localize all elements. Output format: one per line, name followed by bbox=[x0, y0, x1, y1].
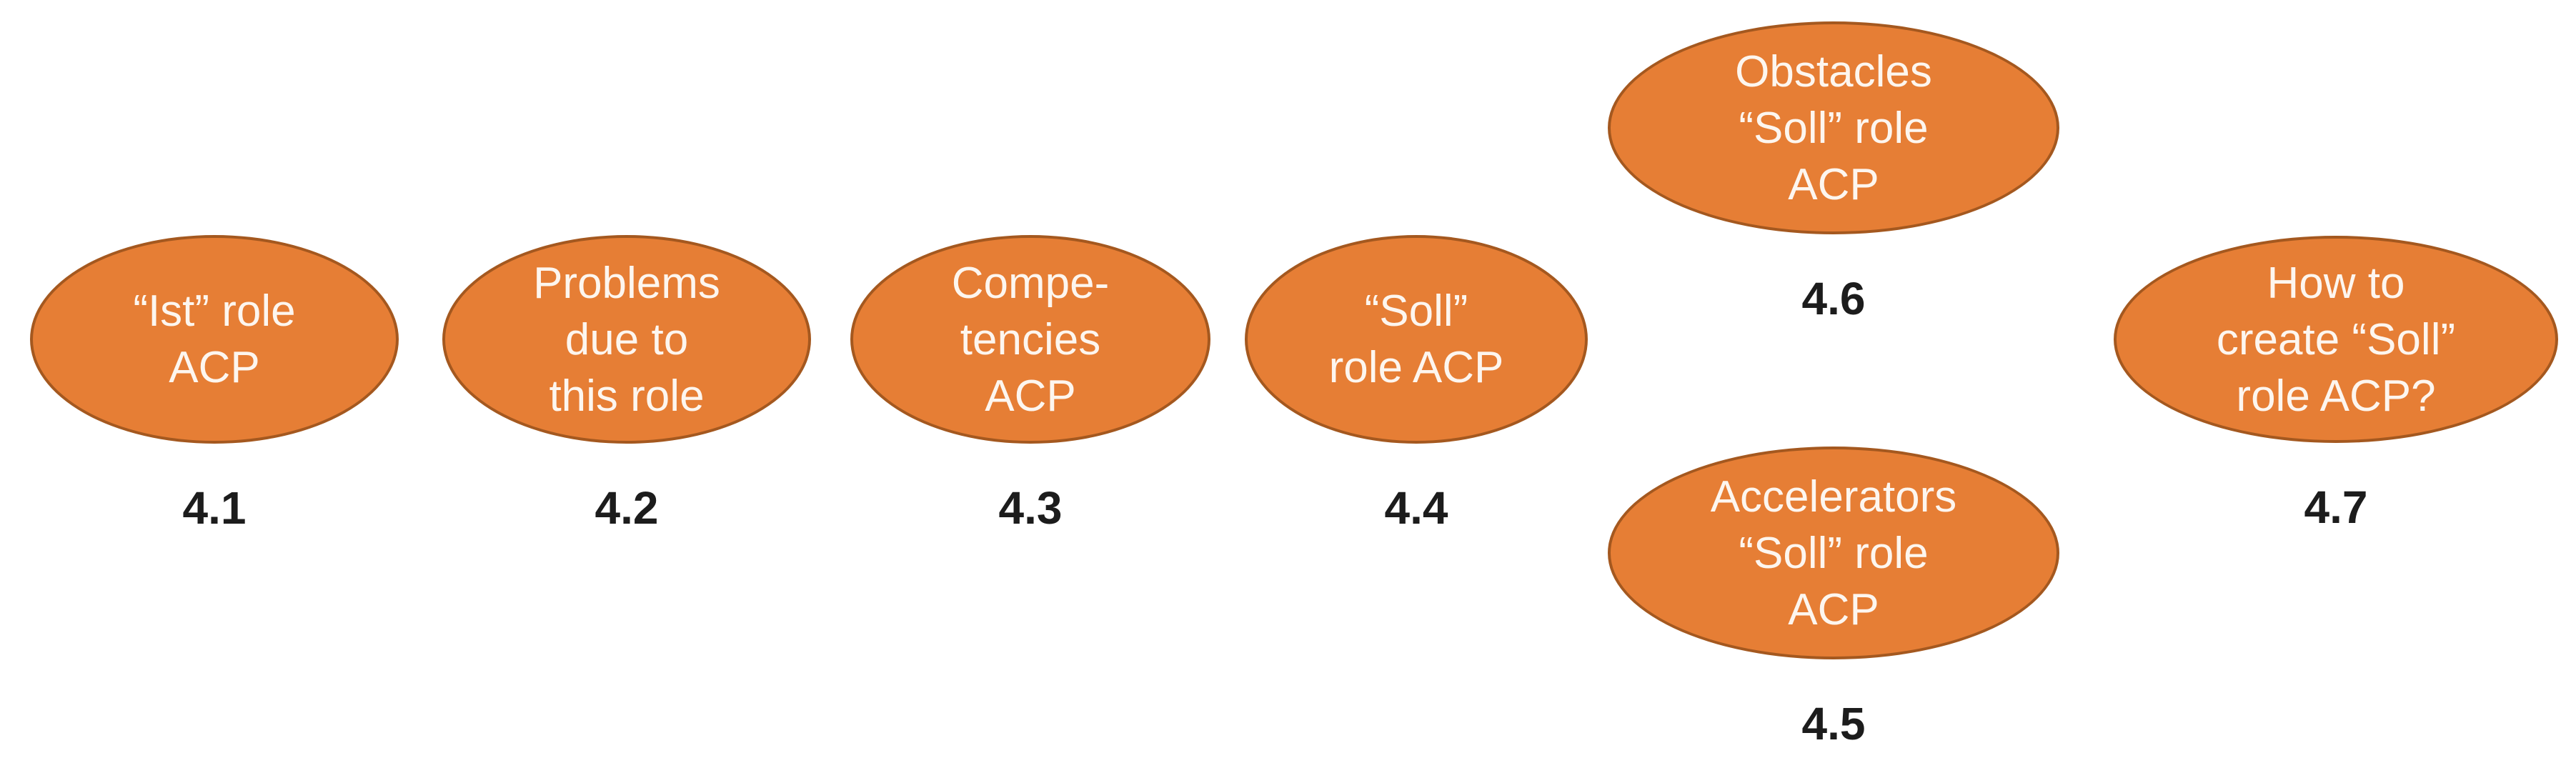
ellipse-text-line: Compe- bbox=[951, 258, 1110, 308]
ellipse-problems-due-to-this-role: Problems due to this role bbox=[442, 235, 811, 444]
ellipse-text-line: this role bbox=[549, 371, 705, 421]
ellipse-obstacles-soll-role-acp: Obstacles “Soll” role ACP bbox=[1608, 21, 2059, 234]
ellipse-text-line: due to bbox=[565, 314, 689, 364]
ellipse-ist-role-acp: “Ist” role ACP bbox=[30, 235, 399, 444]
node-number-label: 4.6 bbox=[1801, 273, 1866, 324]
ellipse-text-line: ACP bbox=[985, 371, 1076, 421]
node-accelerators-soll-role-acp: Accelerators “Soll” role ACP 4.5 bbox=[1608, 447, 2059, 749]
node-number-label: 4.3 bbox=[998, 482, 1063, 534]
ellipse-text-line: ACP bbox=[1788, 159, 1879, 209]
node-ist-role-acp: “Ist” role ACP 4.1 bbox=[30, 235, 399, 534]
ellipse-text-line: “Soll” role bbox=[1739, 103, 1929, 153]
ellipse-soll-role-acp: “Soll” role ACP bbox=[1245, 235, 1588, 444]
ellipse-text-line: Problems bbox=[533, 258, 720, 308]
ellipse-text-line: role ACP? bbox=[2236, 371, 2436, 421]
ellipse-text-line: tencies bbox=[960, 314, 1101, 364]
node-number-label: 4.4 bbox=[1384, 482, 1448, 534]
ellipse-text-line: ACP bbox=[1788, 584, 1879, 634]
ellipse-text-line: ACP bbox=[169, 343, 260, 392]
node-number-label: 4.5 bbox=[1801, 698, 1866, 749]
ellipse-competencies-acp: Compe- tencies ACP bbox=[850, 235, 1210, 444]
node-soll-role-acp: “Soll” role ACP 4.4 bbox=[1245, 235, 1588, 534]
ellipse-text-line: Accelerators bbox=[1710, 472, 1957, 522]
node-competencies-acp: Compe- tencies ACP 4.3 bbox=[850, 235, 1210, 534]
node-problems-due-to-this-role: Problems due to this role 4.2 bbox=[442, 235, 811, 534]
ellipse-text-line: How to bbox=[2267, 258, 2405, 308]
node-how-to-create-soll-role-acp: How to create “Soll” role ACP? 4.7 bbox=[2114, 236, 2558, 533]
node-number-label: 4.1 bbox=[182, 482, 247, 534]
node-number-label: 4.7 bbox=[2304, 482, 2368, 533]
node-number-label: 4.2 bbox=[595, 482, 659, 534]
ellipse-text-line: “Ist” role bbox=[133, 286, 296, 336]
node-obstacles-soll-role-acp: Obstacles “Soll” role ACP 4.6 bbox=[1608, 21, 2059, 324]
ellipse-text-line: create “Soll” bbox=[2216, 314, 2456, 364]
ellipse-how-to-create-soll-role-acp: How to create “Soll” role ACP? bbox=[2114, 236, 2558, 443]
ellipse-text-line: role ACP bbox=[1328, 343, 1504, 392]
ellipse-text-line: “Soll” bbox=[1364, 286, 1468, 336]
ellipse-accelerators-soll-role-acp: Accelerators “Soll” role ACP bbox=[1608, 447, 2059, 659]
ellipse-text-line: Obstacles bbox=[1735, 46, 1932, 96]
ellipse-text-line: “Soll” role bbox=[1739, 528, 1929, 578]
